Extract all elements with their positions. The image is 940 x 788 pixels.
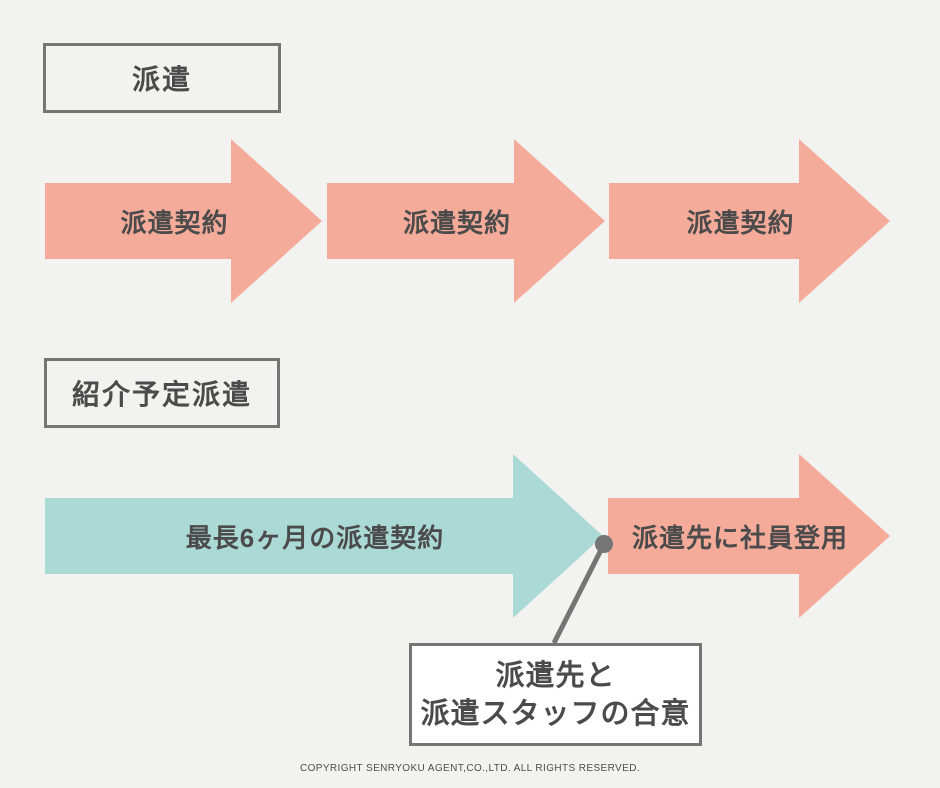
arrow-label: 派遣契約	[686, 207, 795, 238]
callout-line1: 派遣先と	[495, 659, 616, 692]
arrow-label: 派遣契約	[120, 207, 229, 238]
arrow-body	[45, 183, 233, 259]
arrow-body	[608, 498, 801, 574]
arrow-head-icon	[799, 454, 890, 618]
section-title-haken: 派遣	[131, 64, 192, 95]
arrow-haken-contract-2: 派遣契約	[327, 139, 605, 303]
arrow-haken-contract-1: 派遣契約	[45, 139, 322, 303]
callout-line2: 派遣スタッフの合意	[420, 697, 691, 730]
arrow-body	[609, 183, 801, 259]
arrow-label: 派遣先に社員登用	[631, 522, 848, 553]
section-title-box-haken: 派遣	[43, 43, 281, 113]
arrow-label: 最長6ヶ月の派遣契約	[185, 522, 445, 553]
arrow-body	[327, 183, 516, 259]
arrow-head-icon	[799, 139, 890, 303]
copyright-text: COPYRIGHT SENRYOKU AGENT,CO.,LTD. ALL RI…	[299, 763, 640, 774]
arrow-haken-contract-3: 派遣契約	[609, 139, 890, 303]
arrow-shoukai-hire: 派遣先に社員登用	[608, 454, 890, 618]
arrow-body	[45, 498, 515, 574]
arrow-label: 派遣契約	[402, 207, 511, 238]
section-title-shoukai: 紹介予定派遣	[71, 379, 252, 410]
arrow-head-icon	[231, 139, 322, 303]
arrow-head-icon	[514, 139, 605, 303]
agreement-callout-box: 派遣先と 派遣スタッフの合意	[409, 643, 702, 746]
arrow-shoukai-dispatch-period: 最長6ヶ月の派遣契約	[45, 454, 603, 618]
section-title-box-shoukai: 紹介予定派遣	[44, 358, 280, 428]
